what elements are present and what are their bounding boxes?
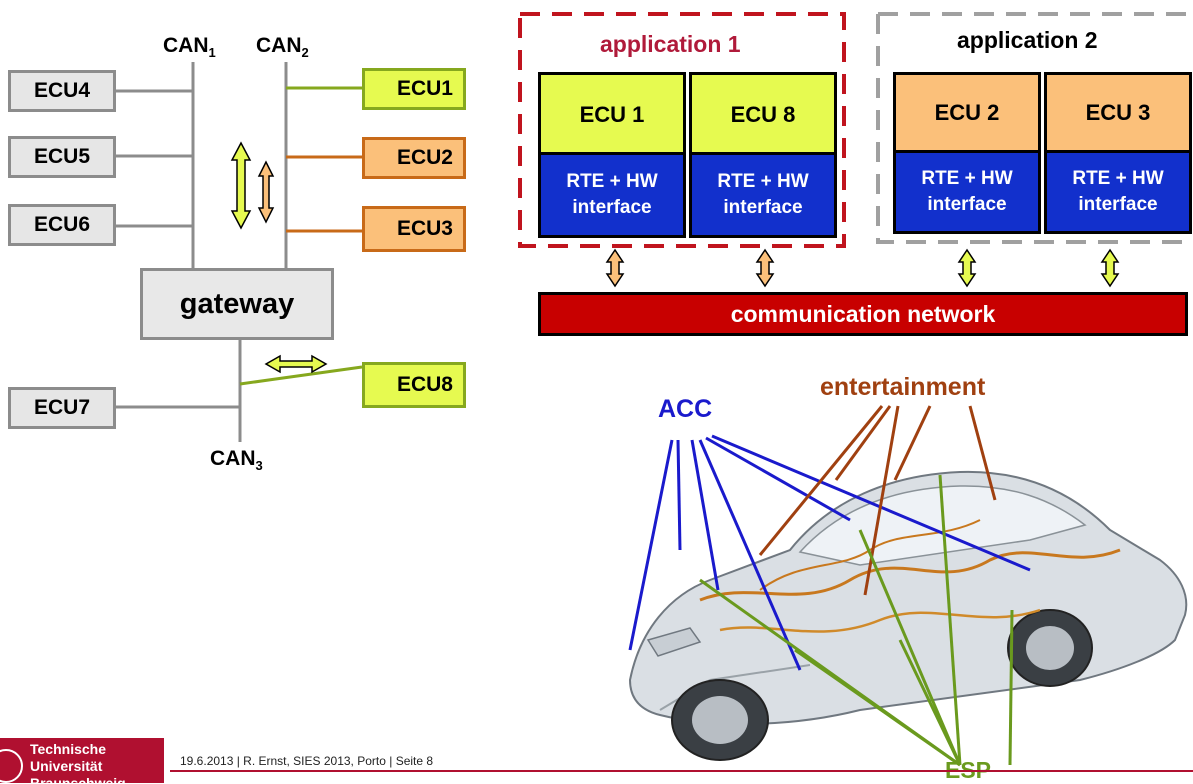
can2-subscript: 2 bbox=[301, 45, 309, 61]
can3-label: CAN3 bbox=[210, 447, 263, 473]
entertainment-wires bbox=[758, 405, 997, 596]
lime-double-arrow-vertical bbox=[230, 141, 252, 230]
footer-rule bbox=[170, 770, 1193, 772]
communication-network-bar: communication network bbox=[538, 292, 1188, 336]
rte-line1: RTE + HW bbox=[1072, 168, 1164, 189]
acc-label: ACC bbox=[658, 395, 713, 423]
app2-title: application 2 bbox=[957, 27, 1098, 53]
tu-seal-icon bbox=[0, 749, 23, 783]
orange-arrow-1 bbox=[605, 248, 625, 288]
rte-box-4: RTE + HW interface bbox=[1044, 150, 1192, 234]
tu-logo-block: Technische Universität Braunschweig bbox=[0, 738, 164, 783]
application-frames bbox=[518, 12, 1193, 248]
ecu7-box: ECU7 bbox=[8, 387, 116, 429]
rte-line2: interface bbox=[572, 197, 652, 218]
rte-box-1: RTE + HW interface bbox=[538, 152, 686, 238]
bus-lines bbox=[116, 62, 363, 442]
can3-text: CAN bbox=[210, 447, 256, 470]
rte-line1: RTE + HW bbox=[566, 171, 658, 192]
rte-box-3: RTE + HW interface bbox=[893, 150, 1041, 234]
rte-box-2: RTE + HW interface bbox=[689, 152, 837, 238]
app1-title: application 1 bbox=[600, 31, 741, 57]
ecu2-box: ECU2 bbox=[362, 137, 466, 179]
tu-logo-line3: Braunschweig bbox=[30, 775, 126, 783]
entertainment-label: entertainment bbox=[820, 373, 986, 401]
app1-ecu8-box: ECU 8 bbox=[689, 72, 837, 158]
ecu4-box: ECU4 bbox=[8, 70, 116, 112]
can2-text: CAN bbox=[256, 34, 302, 57]
rte-line1: RTE + HW bbox=[717, 171, 809, 192]
app2-ecu3-box: ECU 3 bbox=[1044, 72, 1192, 154]
rte-line2: interface bbox=[723, 197, 803, 218]
can3-subscript: 3 bbox=[255, 458, 263, 474]
lime-arrow-2 bbox=[1100, 248, 1120, 288]
app2-ecu2-box: ECU 2 bbox=[893, 72, 1041, 154]
rte-line2: interface bbox=[1078, 194, 1158, 215]
orange-double-arrow-vertical bbox=[257, 160, 275, 224]
can1-label: CAN1 bbox=[163, 34, 216, 60]
rte-line2: interface bbox=[927, 194, 1007, 215]
footer-caption: 19.6.2013 | R. Ernst, SIES 2013, Porto |… bbox=[180, 754, 434, 768]
tu-logo-line1: Technische bbox=[30, 741, 106, 757]
car-wiring-illustration bbox=[628, 405, 1188, 767]
ecu5-box: ECU5 bbox=[8, 136, 116, 178]
acc-wires bbox=[628, 434, 1031, 671]
esp-wires bbox=[699, 474, 1014, 767]
can1-text: CAN bbox=[163, 34, 209, 57]
lime-double-arrow-horizontal bbox=[264, 354, 328, 374]
orange-arrow-2 bbox=[755, 248, 775, 288]
ecu6-box: ECU6 bbox=[8, 204, 116, 246]
ecu1-box: ECU1 bbox=[362, 68, 466, 110]
app1-ecu1-box: ECU 1 bbox=[538, 72, 686, 158]
ecu3-box: ECU3 bbox=[362, 206, 466, 252]
can2-label: CAN2 bbox=[256, 34, 309, 60]
gateway-box: gateway bbox=[140, 268, 334, 340]
ecu8-box: ECU8 bbox=[362, 362, 466, 408]
network-arrows bbox=[605, 248, 1120, 288]
tu-logo-line2: Universität bbox=[30, 758, 103, 774]
can1-subscript: 1 bbox=[208, 45, 216, 61]
car-body bbox=[628, 470, 1188, 761]
rte-line1: RTE + HW bbox=[921, 168, 1013, 189]
lime-arrow-1 bbox=[957, 248, 977, 288]
